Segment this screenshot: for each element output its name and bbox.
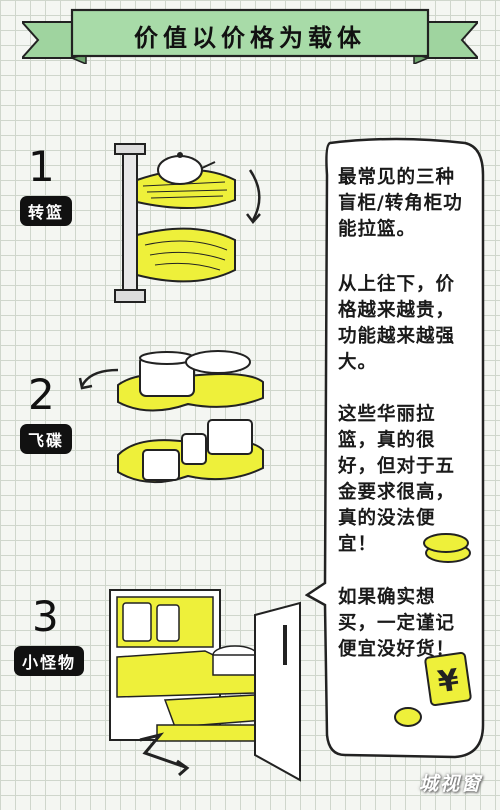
page-title: 价值以价格为载体 — [134, 23, 366, 52]
speech-bubble — [305, 137, 485, 759]
item-number-1: 1 — [28, 142, 55, 191]
item-label-1: 转篮 — [20, 196, 73, 226]
title-banner — [22, 8, 478, 64]
item-number-3: 3 — [32, 592, 59, 641]
bubble-paragraph-3: 这些华丽拉篮，真的很好，但对于五金要求很高，真的没法便宜！ — [338, 404, 456, 555]
bubble-paragraph-4: 如果确实想买，一定谨记便宜没好货！ — [338, 587, 456, 660]
item-number-2: 2 — [28, 370, 55, 419]
item-label-3: 小怪物 — [14, 646, 85, 676]
coins-decoration: ¥ — [394, 533, 472, 727]
flying-saucer-basket-illustration — [78, 350, 264, 484]
rotating-basket-illustration — [114, 143, 261, 303]
bubble-paragraph-1: 最常见的三种盲柜/转角柜功能拉篮。 — [338, 167, 463, 240]
item-label-2: 飞碟 — [20, 424, 73, 454]
bubble-paragraph-2: 从上往下，价格越来越贵，功能越来越强大。 — [338, 274, 456, 373]
yuan-sign-icon: ¥ — [436, 663, 462, 701]
watermark-logo: 城视窗 — [418, 773, 482, 795]
corner-pullout-illustration — [109, 589, 301, 782]
